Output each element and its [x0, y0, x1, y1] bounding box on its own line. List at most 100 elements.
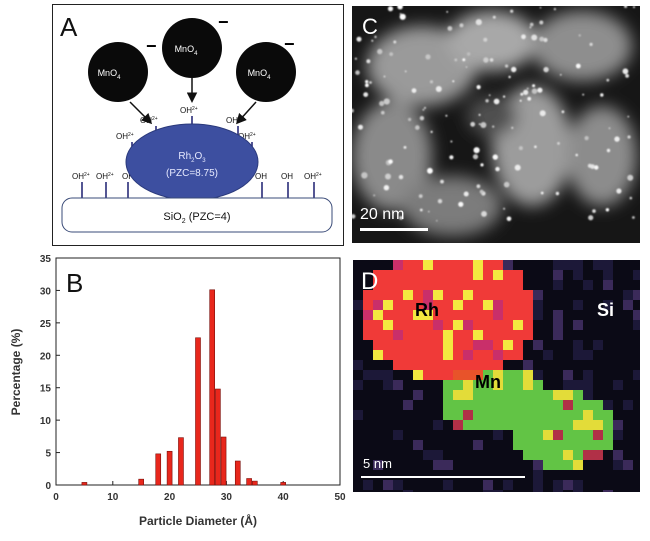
eds-pixel: [393, 310, 403, 320]
nanoparticle-dot: [389, 52, 394, 56]
eds-pixel: [523, 320, 533, 330]
histogram-bars: [81, 289, 287, 486]
panel-c-stem-image: C 20 nm: [352, 6, 640, 243]
eds-pixel: [573, 460, 583, 470]
eds-pixel: [383, 380, 393, 390]
eds-pixel: [573, 260, 583, 270]
eds-pixel: [583, 440, 593, 450]
eds-pixel: [503, 410, 513, 420]
nanoparticle-dot: [446, 11, 449, 13]
eds-pixel: [483, 490, 493, 492]
eds-pixel: [413, 300, 423, 310]
nanoparticle-dot: [492, 125, 495, 128]
eds-pixel: [583, 450, 593, 460]
nanoparticle-dot: [387, 6, 394, 12]
scale-bar-c: [360, 228, 428, 231]
eds-pixel: [353, 300, 363, 310]
nanoparticle-dot: [393, 40, 397, 44]
eds-pixel: [563, 380, 573, 390]
eds-pixel: [383, 330, 393, 340]
eds-pixel: [383, 270, 393, 280]
eds-pixel: [453, 350, 463, 360]
eds-pixel: [573, 380, 583, 390]
eds-pixel: [533, 400, 543, 410]
nanoparticle-dot: [398, 174, 404, 180]
eds-pixel: [533, 340, 543, 350]
nanoparticle-dot: [503, 181, 510, 188]
nanoparticle-dot: [485, 99, 489, 103]
eds-pixel: [533, 460, 543, 470]
eds-pixel: [423, 360, 433, 370]
nanoparticle-dot: [399, 216, 403, 220]
nanoparticle-dot: [383, 75, 386, 78]
eds-pixel: [473, 340, 483, 350]
nanoparticle-dot: [575, 63, 581, 69]
nanoparticle-dot: [365, 80, 369, 84]
eds-pixel: [483, 310, 493, 320]
eds-pixel: [533, 470, 543, 480]
y-tick-label: 10: [40, 416, 52, 427]
nanoparticle-dot: [534, 145, 537, 149]
eds-pixel: [573, 400, 583, 410]
nanoparticle-dot: [449, 155, 454, 160]
eds-pixel: [503, 330, 513, 340]
eds-pixel: [433, 420, 443, 430]
eds-pixel: [363, 320, 373, 330]
eds-pixel: [453, 420, 463, 430]
eds-pixel: [423, 340, 433, 350]
eds-pixel: [443, 380, 453, 390]
nanoparticle-dot: [437, 199, 443, 204]
eds-pixel: [563, 440, 573, 450]
eds-pixel: [473, 440, 483, 450]
eds-pixel: [483, 280, 493, 290]
nanoparticle-dot: [427, 167, 433, 174]
eds-pixel: [413, 330, 423, 340]
eds-pixel: [413, 340, 423, 350]
eds-pixel: [513, 370, 523, 380]
eds-pixel: [613, 430, 623, 440]
eds-pixel: [523, 310, 533, 320]
eds-pixel: [513, 420, 523, 430]
eds-pixel: [543, 450, 553, 460]
nanoparticle-dot: [627, 135, 631, 139]
eds-pixel: [473, 360, 483, 370]
eds-pixel: [463, 330, 473, 340]
eds-pixel: [393, 260, 403, 270]
eds-pixel: [523, 410, 533, 420]
eds-pixel: [453, 290, 463, 300]
eds-pixel: [373, 320, 383, 330]
eds-pixel: [603, 400, 613, 410]
y-tick-label: 0: [45, 481, 51, 492]
eds-pixel: [473, 300, 483, 310]
eds-pixel: [373, 330, 383, 340]
eds-pixel: [363, 290, 373, 300]
eds-pixel: [523, 360, 533, 370]
eds-pixel: [503, 350, 513, 360]
nanoparticle-dot: [529, 26, 532, 29]
eds-pixel: [463, 370, 473, 380]
eds-pixel: [503, 280, 513, 290]
eds-pixel: [613, 420, 623, 430]
nanoparticle-dot: [600, 93, 604, 97]
eds-pixel: [563, 410, 573, 420]
nanoparticle-dot: [371, 39, 374, 42]
eds-pixel: [523, 400, 533, 410]
nanoparticle-dot: [633, 6, 635, 9]
nanoparticle-dot: [506, 216, 512, 222]
nanoparticle-dot: [629, 196, 633, 200]
eds-pixel: [453, 280, 463, 290]
eds-pixel: [473, 400, 483, 410]
nanoparticle-dot: [543, 66, 549, 73]
nanoparticle-dot: [555, 191, 560, 196]
eds-pixel: [423, 260, 433, 270]
eds-pixel: [453, 400, 463, 410]
eds-pixel: [543, 410, 553, 420]
eds-pixel: [363, 310, 373, 320]
eds-pixel: [513, 330, 523, 340]
element-label-rh: Rh: [415, 300, 439, 320]
histogram-bar: [155, 453, 162, 486]
histogram-bar: [252, 480, 258, 486]
eds-pixel: [503, 320, 513, 330]
eds-pixel: [413, 370, 423, 380]
nanoparticle-dot: [377, 48, 383, 55]
